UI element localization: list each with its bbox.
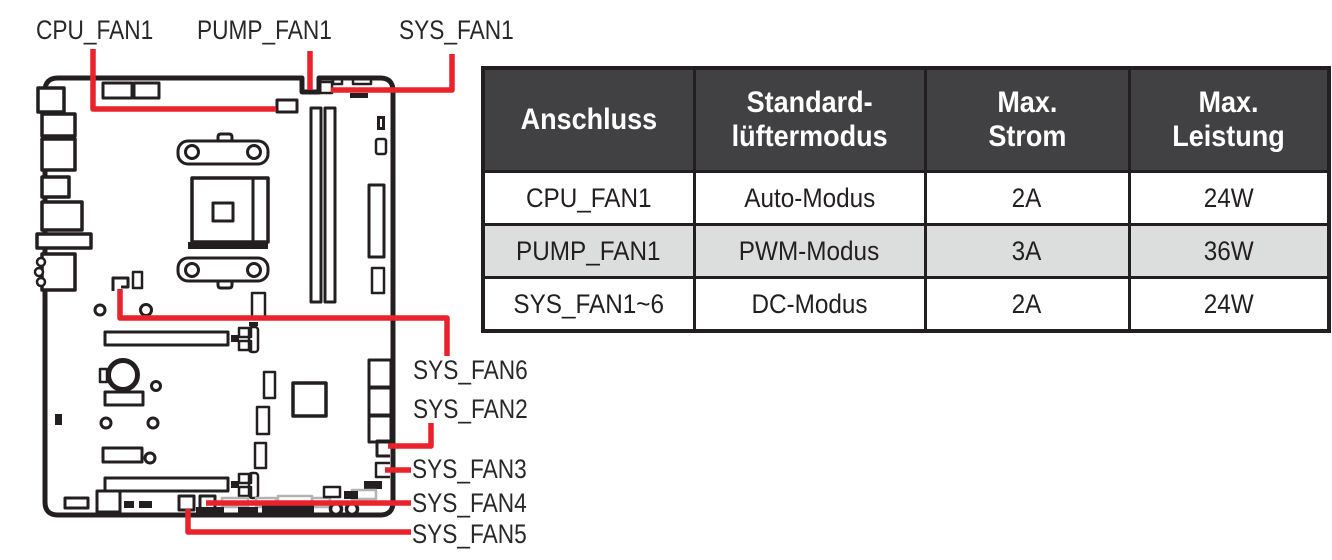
cell-mode: DC-Modus xyxy=(692,276,927,333)
chipset xyxy=(291,381,328,418)
cpu-fan1-connector xyxy=(275,98,299,114)
callout-sys-fan2 xyxy=(388,423,434,449)
io-ports xyxy=(33,86,93,292)
right-side-components xyxy=(364,183,393,489)
label-pump-fan1: PUMP_FAN1 xyxy=(197,15,332,45)
cell-power: 36W xyxy=(1127,223,1331,279)
cpu-socket xyxy=(176,132,270,290)
callout-sys-fan6 xyxy=(117,289,450,356)
cell-current: 3A xyxy=(923,223,1131,279)
cell-mode: Auto-Modus xyxy=(692,170,927,226)
cell-connector: CPU_FAN1 xyxy=(481,170,696,226)
callout-lines xyxy=(90,49,455,535)
label-sys-fan6: SYS_FAN6 xyxy=(413,355,528,385)
label-sys-fan3: SYS_FAN3 xyxy=(412,454,527,484)
label-cpu-fan1: CPU_FAN1 xyxy=(36,15,154,45)
sys-fan3-connector xyxy=(374,461,390,479)
callout-cpu-fan1 xyxy=(90,49,276,112)
cell-power: 24W xyxy=(1127,276,1331,333)
cell-current: 2A xyxy=(923,276,1131,333)
table-header-row: Anschluss Standard- lüftermodus Max. Str… xyxy=(481,66,1331,173)
table-row-cpu-fan1: CPU_FAN1 Auto-Modus 2A 24W xyxy=(481,170,1331,226)
fan-spec-table: Anschluss Standard- lüftermodus Max. Str… xyxy=(481,66,1331,333)
label-sys-fan5: SYS_FAN5 xyxy=(412,519,527,549)
header-max-leistung: Max. Leistung xyxy=(1127,66,1331,173)
callout-sys-fan1 xyxy=(331,54,455,93)
header-anschluss: Anschluss xyxy=(481,66,696,173)
table-row-pump-fan1: PUMP_FAN1 PWM-Modus 3A 36W xyxy=(481,223,1331,279)
mid-board-components xyxy=(55,270,277,470)
header-max-strom: Max. Strom xyxy=(923,66,1131,173)
board-outline xyxy=(42,75,396,518)
table-row-sys-fan: SYS_FAN1~6 DC-Modus 2A 24W xyxy=(481,276,1331,333)
battery xyxy=(98,358,145,464)
dimm-slots xyxy=(309,106,337,304)
pcie-slots xyxy=(103,325,260,500)
cell-current: 2A xyxy=(923,170,1131,226)
motherboard-diagram xyxy=(33,49,455,535)
sys-fan2-connector xyxy=(375,439,390,458)
top-edge-connectors xyxy=(101,78,388,156)
cell-connector: SYS_FAN1~6 xyxy=(481,276,696,333)
label-sys-fan4: SYS_FAN4 xyxy=(412,488,527,518)
label-sys-fan1: SYS_FAN1 xyxy=(399,15,514,45)
label-sys-fan2: SYS_FAN2 xyxy=(413,394,528,424)
cell-power: 24W xyxy=(1127,170,1331,226)
callout-sys-fan5 xyxy=(185,509,411,535)
cell-connector: PUMP_FAN1 xyxy=(481,223,696,279)
sys-fan6-connector xyxy=(111,276,130,291)
header-standard-lueftermodus: Standard- lüftermodus xyxy=(692,66,927,173)
cell-mode: PWM-Modus xyxy=(692,223,927,279)
